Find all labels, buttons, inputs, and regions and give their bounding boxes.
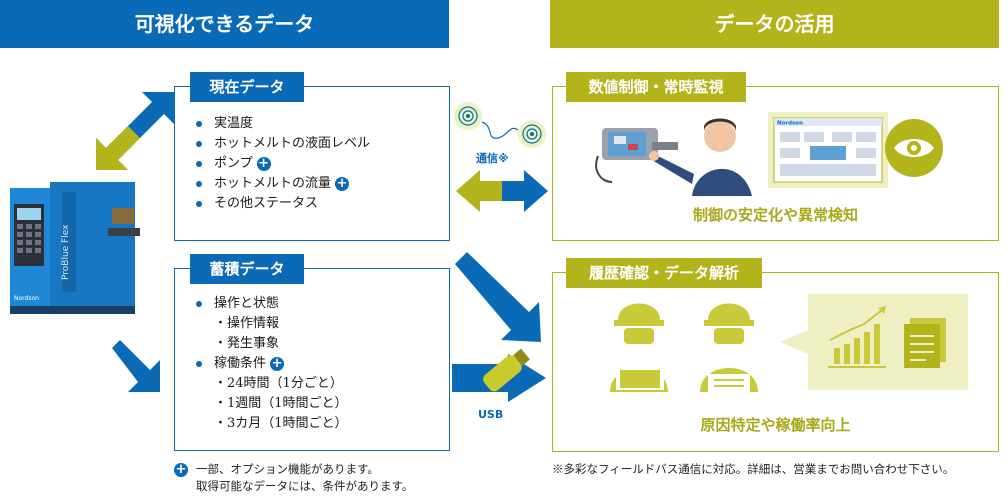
arrow-machine-stored bbox=[112, 340, 160, 392]
list-item: ホットメルトの流量+ bbox=[196, 174, 370, 194]
bullet-icon bbox=[196, 141, 202, 147]
list-item: 実温度 bbox=[196, 114, 370, 134]
list-subitem: ・発生事象 bbox=[196, 334, 348, 354]
option-plus-icon: + bbox=[174, 462, 188, 477]
list-item: ホットメルトの液面レベル bbox=[196, 134, 370, 154]
workers-helmets-illustration bbox=[610, 303, 758, 392]
current-data-panel bbox=[174, 86, 450, 241]
usb-arrow bbox=[452, 348, 546, 402]
screen-brand-text: Nordson bbox=[777, 121, 803, 127]
item-label: その他ステータス bbox=[214, 196, 319, 211]
current-data-title: 現在データ bbox=[190, 72, 304, 102]
double-arrow-machine-current bbox=[96, 92, 174, 170]
stored-data-title: 蓄積データ bbox=[190, 254, 304, 284]
machine-brand-text: Nordson bbox=[14, 295, 39, 302]
stored-data-list: 操作と状態 ・操作情報 ・発生事象 稼働条件+ ・24時間（1分ごと） ・1週間… bbox=[196, 294, 348, 434]
subitem-label: ・1週間（1時間ごと） bbox=[214, 396, 348, 411]
list-item: ポンプ+ bbox=[196, 154, 370, 174]
footnote-line: 一部、オプション機能があります。 bbox=[196, 462, 379, 476]
item-label: ホットメルトの流量 bbox=[214, 176, 332, 191]
history-panel-title: 履歴確認・データ解析 bbox=[566, 258, 762, 288]
subitem-label: ・24時間（1分ごと） bbox=[214, 376, 343, 391]
list-item: 操作と状態 bbox=[196, 294, 348, 314]
subitem-label: ・発生事象 bbox=[214, 336, 280, 351]
hot-melt-unit-illustration: ProBlue Flex Nordson bbox=[10, 182, 140, 314]
footnote-options: 一部、オプション機能があります。 取得可能なデータには、条件があります。 bbox=[196, 461, 413, 495]
bullet-icon bbox=[196, 361, 202, 367]
subitem-label: ・3カ月（1時間ごと） bbox=[214, 416, 348, 431]
list-subitem: ・1週間（1時間ごと） bbox=[196, 394, 348, 414]
item-label: ポンプ bbox=[214, 156, 253, 171]
item-label: 稼働条件 bbox=[214, 356, 267, 371]
list-item: 稼働条件+ bbox=[196, 354, 348, 374]
list-subitem: ・24時間（1分ごと） bbox=[196, 374, 348, 394]
footnote-fieldbus: ※多彩なフィールドバス通信に対応。詳細は、営業までお問い合わせ下さい。 bbox=[552, 462, 955, 476]
communication-label: 通信※ bbox=[476, 152, 509, 165]
machine-model-text: ProBlue Flex bbox=[61, 224, 71, 280]
monitoring-panel-title: 数値制御・常時監視 bbox=[566, 72, 746, 102]
header-visualizable-data: 可視化できるデータ bbox=[0, 0, 449, 48]
option-plus-icon: + bbox=[256, 156, 271, 171]
arrow-current-history bbox=[455, 252, 541, 342]
header-data-utilization: データの活用 bbox=[550, 0, 999, 48]
usb-label: USB bbox=[478, 408, 504, 421]
bullet-icon bbox=[196, 121, 202, 127]
subitem-label: ・操作情報 bbox=[214, 316, 280, 331]
two-way-arrow-communication bbox=[456, 170, 548, 212]
bullet-icon bbox=[196, 201, 202, 207]
bullet-icon bbox=[196, 301, 202, 307]
item-label: 実温度 bbox=[214, 116, 254, 131]
footnote-line: 取得可能なデータには、条件があります。 bbox=[196, 479, 414, 493]
operator-with-handheld-illustration bbox=[595, 118, 752, 196]
option-plus-icon: + bbox=[270, 356, 285, 371]
stored-data-panel bbox=[174, 268, 450, 451]
item-label: ホットメルトの液面レベル bbox=[214, 136, 371, 151]
list-subitem: ・操作情報 bbox=[196, 314, 348, 334]
monitoring-caption: 制御の安定化や異常検知 bbox=[692, 206, 858, 224]
bullet-icon bbox=[196, 161, 202, 167]
option-plus-icon: + bbox=[335, 176, 350, 191]
list-item: その他ステータス bbox=[196, 194, 370, 214]
current-data-list: 実温度 ホットメルトの液面レベル ポンプ+ ホットメルトの流量+ その他ステータ… bbox=[196, 114, 370, 214]
list-subitem: ・3カ月（1時間ごと） bbox=[196, 414, 348, 434]
monitoring-screen-illustration: Nordson bbox=[768, 112, 888, 188]
history-caption: 原因特定や稼働率向上 bbox=[700, 416, 851, 434]
eye-icon bbox=[885, 119, 943, 177]
bullet-icon bbox=[196, 181, 202, 187]
item-label: 操作と状態 bbox=[214, 296, 280, 311]
analysis-report-illustration bbox=[780, 294, 968, 390]
wireless-communication-icon bbox=[454, 102, 546, 148]
